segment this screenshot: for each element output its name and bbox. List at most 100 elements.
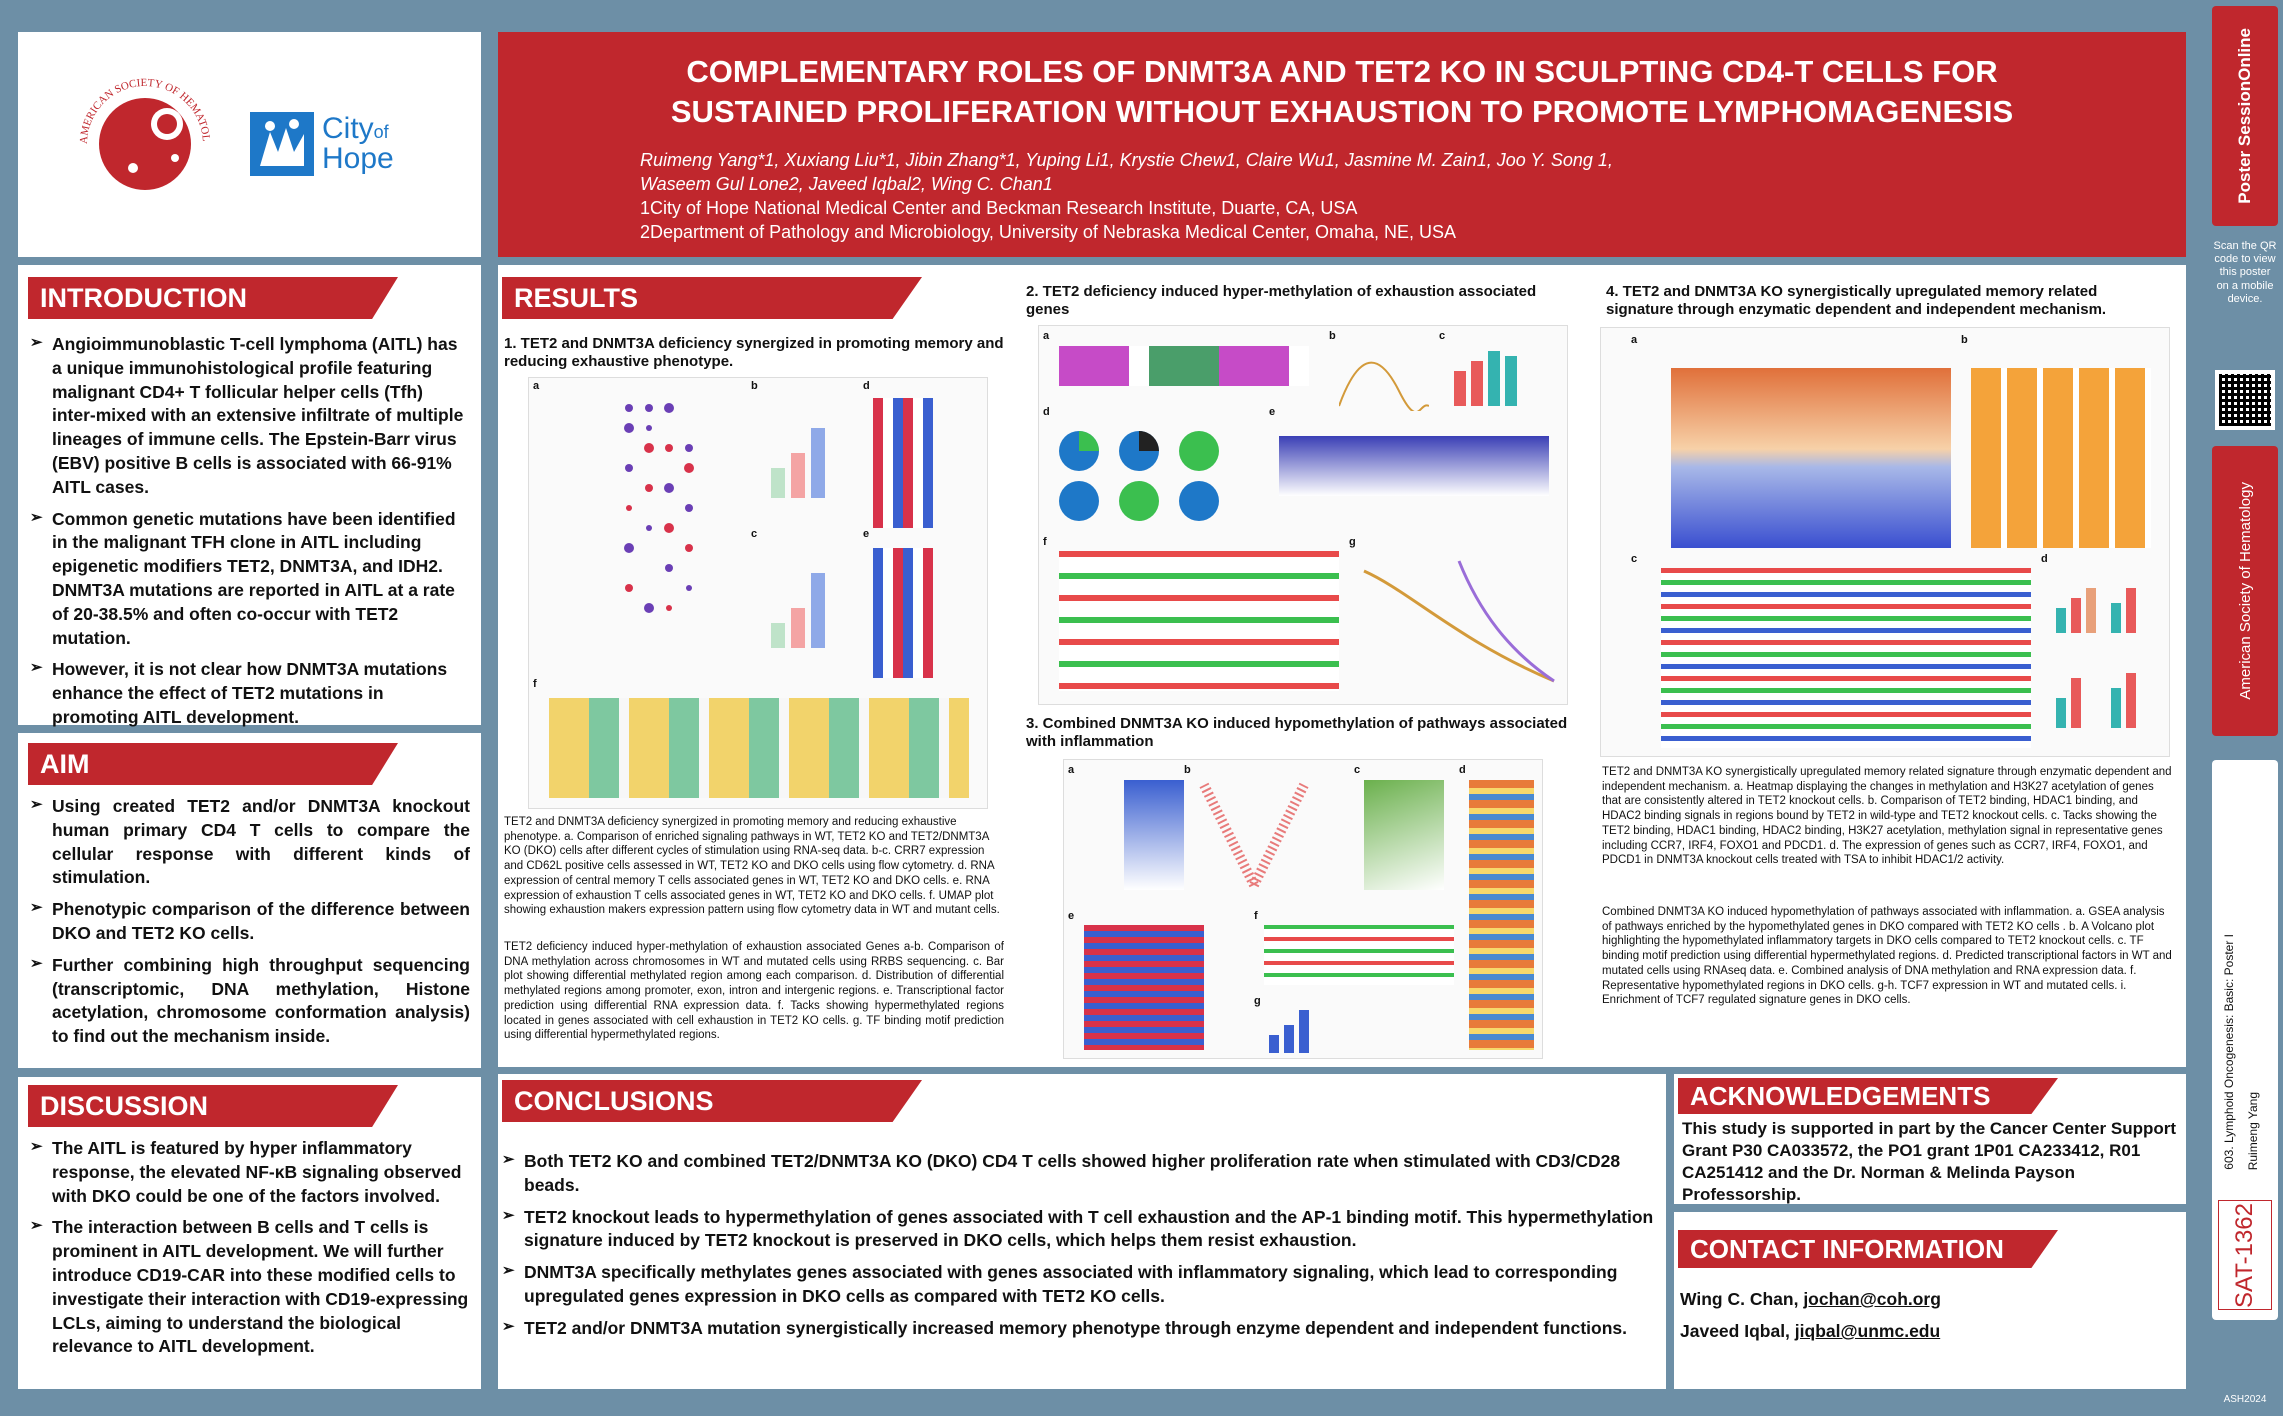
- contact-heading: CONTACT INFORMATION: [1678, 1230, 2058, 1268]
- figure-2g-motif: [1363, 560, 1555, 683]
- sidebar-session-panel: 603. Lymphoid Oncogenesis: Basic: Poster…: [2212, 760, 2278, 1320]
- affiliation-1: 1City of Hope National Medical Center an…: [640, 198, 1358, 218]
- figure-3: a b c d e f g: [1063, 759, 1543, 1059]
- contact-name-2: Javeed Iqbal,: [1680, 1321, 1795, 1341]
- figure-2f-tracks: [1059, 551, 1339, 691]
- figure-3f-tracks: [1264, 925, 1454, 985]
- qr-code[interactable]: [2215, 370, 2275, 430]
- results-section-2-title: 2. TET2 deficiency induced hyper-methyla…: [1026, 283, 1537, 318]
- aim-list: Using created TET2 and/or DNMT3A knockou…: [30, 795, 470, 1057]
- contact-email-2[interactable]: jiqbal@unmc.edu: [1794, 1321, 1941, 1341]
- discussion-bullet-1: The AITL is featured by hyper inflammato…: [30, 1137, 470, 1208]
- conclusion-bullet-1: Both TET2 KO and combined TET2/DNMT3A KO…: [502, 1150, 1662, 1198]
- results-section-4-title: 4. TET2 and DNMT3A KO synergistically up…: [1606, 283, 2107, 318]
- title-line-1: COMPLEMENTARY ROLES OF DNMT3A AND TET2 K…: [686, 54, 1998, 89]
- intro-bullet-2: Common genetic mutations have been ident…: [30, 508, 470, 651]
- introduction-panel: INTRODUCTION Angioimmunoblastic T-cell l…: [18, 265, 481, 727]
- figure-1d-heatmap: [873, 398, 933, 528]
- figure-3e-heatmap: [1084, 925, 1204, 1050]
- figure-1-caption: TET2 and DNMT3A deficiency synergized in…: [504, 816, 1000, 917]
- sidebar-brand: Poster SessionOnline: [2212, 6, 2278, 226]
- aim-bullet-1: Using created TET2 and/or DNMT3A knockou…: [30, 795, 470, 890]
- results-section-1-title: 1. TET2 and DNMT3A deficiency synergized…: [504, 335, 1004, 370]
- figure-1a-dotplot: [624, 403, 694, 613]
- figure-3d-heatmap: [1469, 780, 1534, 1050]
- figure-1e-heatmap: [873, 548, 933, 678]
- qr-caption: Scan the QR code to view this poster on …: [2213, 240, 2277, 305]
- contact-1: Wing C. Chan, jochan@coh.org: [1680, 1288, 1941, 1312]
- acknowledgements-heading: ACKNOWLEDGEMENTS: [1678, 1078, 2058, 1114]
- poster-title: COMPLEMENTARY ROLES OF DNMT3A AND TET2 K…: [498, 52, 2186, 132]
- acknowledgements-text: This study is supported in part by the C…: [1682, 1119, 2177, 1205]
- figure-4a-heatmap: [1671, 368, 1951, 548]
- logo-panel: AMERICAN SOCIETY OF HEMATOLOGY Cityof Ho…: [18, 32, 481, 257]
- figure-3a-gsea: [1124, 780, 1184, 890]
- authors-line-2: Waseem Gul Lone2, Javeed Iqbal2, Wing C.…: [640, 174, 1053, 194]
- figure-4b-profiles: [1971, 368, 2151, 548]
- conclusion-bullet-2: TET2 knockout leads to hypermethylation …: [502, 1206, 1662, 1254]
- affiliation-2: 2Department of Pathology and Microbiolog…: [640, 222, 1457, 242]
- figure-1c-bar: [771, 573, 825, 648]
- figure-1: a b c d e f: [528, 377, 988, 809]
- introduction-list: Angioimmunoblastic T-cell lymphoma (AITL…: [30, 333, 470, 738]
- acknowledgements-panel: ACKNOWLEDGEMENTS This study is supported…: [1674, 1074, 2186, 1204]
- figure-2d-pies: [1059, 431, 1219, 521]
- discussion-list: The AITL is featured by hyper inflammato…: [30, 1137, 470, 1367]
- figure-2: a b c d e f g: [1038, 325, 1568, 705]
- coh-logo: Cityof Hope: [250, 112, 394, 176]
- intro-bullet-3: However, it is not clear how DNMT3A muta…: [30, 658, 470, 729]
- contact-panel: CONTACT INFORMATION Wing C. Chan, jochan…: [1674, 1212, 2186, 1389]
- intro-bullet-1: Angioimmunoblastic T-cell lymphoma (AITL…: [30, 333, 470, 500]
- sidebar-author: Ruimeng Yang: [2246, 1091, 2260, 1170]
- aim-bullet-3: Further combining high throughput sequen…: [30, 954, 470, 1049]
- sidebar-poster-id: SAT-1362: [2231, 1202, 2258, 1308]
- figure-2-caption: TET2 deficiency induced hyper-methylatio…: [504, 941, 1004, 1042]
- discussion-panel: DISCUSSION The AITL is featured by hyper…: [18, 1077, 481, 1389]
- conclusions-list: Both TET2 KO and combined TET2/DNMT3A KO…: [502, 1150, 1662, 1349]
- sidebar-year: ASH2024: [2223, 1394, 2267, 1405]
- aim-bullet-2: Phenotypic comparison of the difference …: [30, 898, 470, 946]
- results-panel: RESULTS 1. TET2 and DNMT3A deficiency sy…: [498, 265, 2186, 1067]
- contact-2: Javeed Iqbal, jiqbal@unmc.edu: [1680, 1320, 1940, 1344]
- coh-of: of: [373, 122, 389, 142]
- title-line-2: SUSTAINED PROLIFERATION WITHOUT EXHAUSTI…: [670, 94, 2014, 129]
- figure-3-caption: Combined DNMT3A KO induced hypomethylati…: [1602, 906, 2172, 1007]
- sidebar-ash-text: American Society of Hematology: [2236, 482, 2254, 700]
- discussion-bullet-2: The interaction between B cells and T ce…: [30, 1216, 470, 1359]
- figure-3c-motif: [1364, 780, 1444, 890]
- title-banner: COMPLEMENTARY ROLES OF DNMT3A AND TET2 K…: [498, 32, 2186, 257]
- figure-3b-volcano: [1199, 782, 1309, 888]
- results-heading: RESULTS: [502, 277, 922, 319]
- conclusion-bullet-3: DNMT3A specifically methylates genes ass…: [502, 1261, 1662, 1309]
- authors-line-1: Ruimeng Yang*1, Xuxiang Liu*1, Jibin Zha…: [640, 150, 1613, 170]
- figure-1f-umap: [549, 698, 969, 798]
- sidebar-brand-text: Poster SessionOnline: [2235, 28, 2254, 204]
- aim-heading: AIM: [28, 743, 398, 785]
- figure-3g-bars: [1269, 1010, 1309, 1053]
- figure-1b-bar: [771, 428, 825, 498]
- coh-hope: Hope: [322, 142, 394, 175]
- figure-2b-density: [1339, 361, 1429, 411]
- figure-2a-methylation: [1059, 346, 1309, 386]
- figure-4d-bars: [2056, 588, 2136, 728]
- authors: Ruimeng Yang*1, Xuxiang Liu*1, Jibin Zha…: [640, 148, 2186, 244]
- ash-logo: AMERICAN SOCIETY OF HEMATOLOGY: [73, 72, 212, 190]
- figure-2c-bars: [1454, 351, 1517, 406]
- conclusions-panel: CONCLUSIONS Both TET2 KO and combined TE…: [498, 1074, 1666, 1389]
- right-sidebar: Poster SessionOnline Scan the QR code to…: [2206, 0, 2283, 1416]
- conclusions-heading: CONCLUSIONS: [502, 1080, 922, 1122]
- sidebar-session: 603. Lymphoid Oncogenesis: Basic: Poster…: [2222, 934, 2236, 1170]
- introduction-heading: INTRODUCTION: [28, 277, 398, 319]
- figure-4c-tracks: [1661, 568, 2031, 748]
- aim-panel: AIM Using created TET2 and/or DNMT3A kno…: [18, 733, 481, 1068]
- coh-mark-icon: [250, 112, 314, 176]
- figure-4-caption: TET2 and DNMT3A KO synergistically upreg…: [1602, 766, 2172, 867]
- contact-email-1[interactable]: jochan@coh.org: [1803, 1289, 1941, 1309]
- figure-2e-bars: [1279, 436, 1549, 496]
- coh-city: City: [322, 112, 374, 145]
- figure-4: a b c d: [1600, 327, 2170, 757]
- sidebar-ash: American Society of Hematology: [2212, 446, 2278, 736]
- conclusion-bullet-4: TET2 and/or DNMT3A mutation synergistica…: [502, 1317, 1662, 1341]
- contact-name-1: Wing C. Chan,: [1680, 1289, 1804, 1309]
- discussion-heading: DISCUSSION: [28, 1085, 398, 1127]
